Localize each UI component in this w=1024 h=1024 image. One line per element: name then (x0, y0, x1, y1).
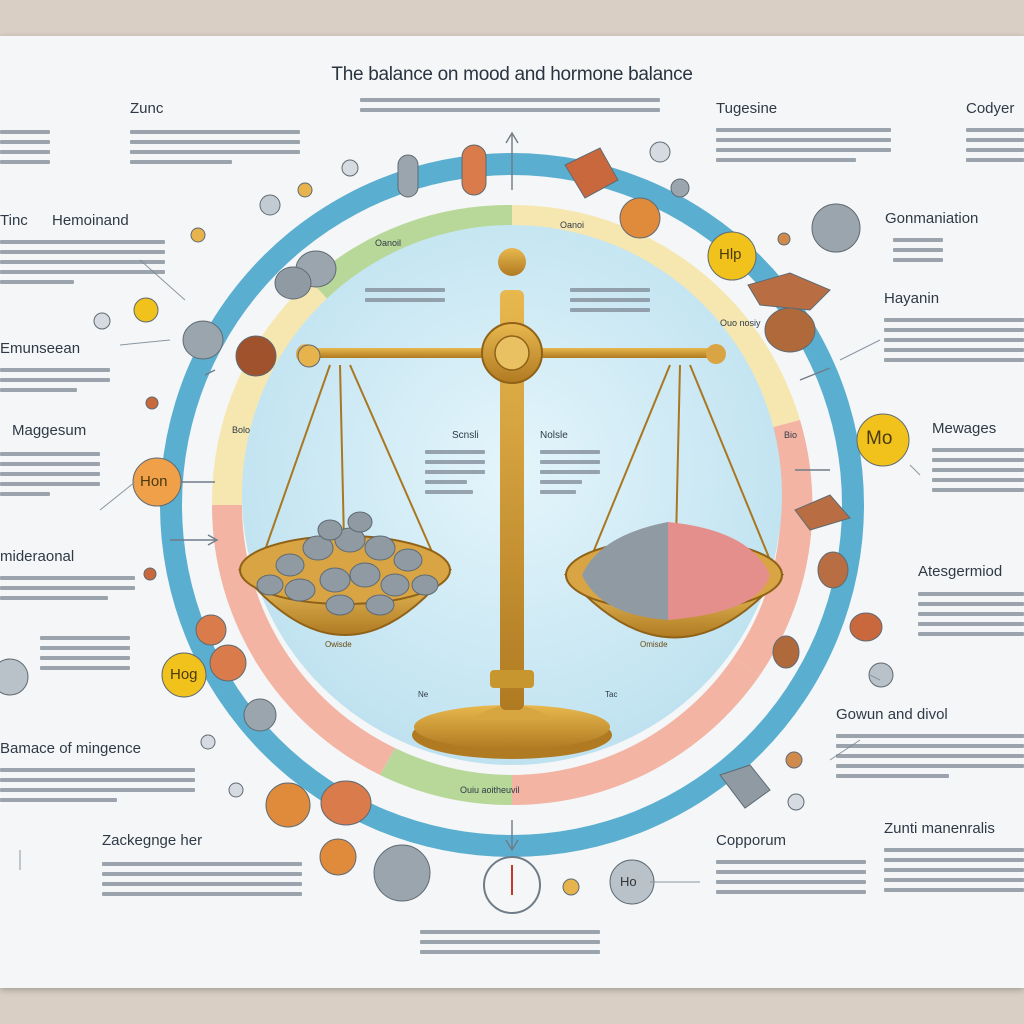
right-base-label: Tac (605, 690, 618, 699)
coin-label-ho: Ho (620, 874, 637, 889)
ring-label-right-b: Bio (784, 430, 798, 440)
label-atesgerniod: Atesgermiod (918, 563, 1003, 580)
scale-note-right (570, 288, 650, 318)
scale-left-notes (425, 450, 485, 500)
coin-label-hon: Hon (140, 473, 168, 490)
label-tugesine: Tugesine (716, 100, 778, 117)
label-mideraonal: mideraonal (0, 548, 75, 565)
ring-segment-pink-right (733, 420, 813, 675)
label-gowun: Gowun and divol (836, 706, 948, 723)
footer-text (420, 930, 600, 960)
mewages-text (932, 448, 1024, 498)
label-hayanin: Hayanin (884, 290, 940, 307)
edge-text-1 (0, 130, 50, 170)
ring-label-top-a: Oanoil (375, 238, 402, 248)
coin-label-mo: Mo (866, 428, 893, 449)
label-hormond: Hemoinand (52, 212, 129, 229)
atesgerniod-text (918, 592, 1024, 642)
left-pan-label: Owisde (325, 640, 352, 649)
zinc-text (130, 130, 300, 170)
hormond-text (0, 240, 165, 290)
label-zunti: Zunti manenralis (884, 820, 995, 837)
scale-right-notes (540, 450, 600, 500)
label-codyer: Codyer (966, 100, 1015, 117)
label-magnesium: Maggesum (12, 422, 87, 439)
right-pan-label: Omisde (640, 640, 668, 649)
emunseean-text (0, 368, 110, 398)
left-base-label: Ne (418, 690, 429, 699)
mideraonal-text (0, 576, 135, 606)
coin-label-hlp: Hlp (719, 246, 742, 263)
ring-label-bottom: Ouiu aoitheuvil (460, 785, 520, 795)
ring-segment-yellow-left (211, 280, 330, 505)
mineral-pills (0, 141, 910, 914)
ring-label-left: Bolo (232, 425, 251, 435)
label-balance: Bamace of mingence (0, 740, 141, 757)
zackeg-text (102, 862, 302, 902)
intro-text (360, 98, 660, 118)
ring-segment-green-bottom (380, 748, 512, 806)
label-copperm: Copporum (716, 832, 787, 849)
magnesium-text (0, 452, 100, 502)
scale-right-title: Nolsle (540, 430, 568, 441)
ring-segment-pink-left (211, 505, 395, 775)
label-gonmanation: Gonmaniation (885, 210, 979, 227)
label-zackeg: Zackegnge her (102, 832, 203, 849)
balance-text (0, 768, 195, 808)
codyer-text (966, 128, 1024, 168)
gowun-text (836, 734, 1024, 784)
leader-lines (19, 259, 921, 883)
label-emunseean: Emunseean (0, 340, 81, 357)
scale-left-title: Scnsli (452, 430, 479, 441)
copperm-text (716, 860, 866, 900)
tugesine-text (716, 128, 891, 168)
page-title: The balance on mood and hormone balance (331, 64, 693, 85)
label-zinc: Zunc (130, 100, 164, 117)
gonmanation-text (893, 238, 943, 268)
ring-segment-pink-bottom (512, 658, 760, 806)
direction-arrows (170, 131, 831, 852)
zunti-text (884, 848, 1024, 898)
label-mewages: Mewages (932, 420, 997, 437)
ring-label-top-b: Oanoi (560, 220, 585, 230)
ring-label-right: Ouo nosiy (720, 318, 761, 328)
scale-note-left (365, 288, 445, 308)
hayanin-text (884, 318, 1024, 368)
balance-scale (237, 248, 785, 759)
small-notes-left (40, 636, 130, 676)
coin-label-hog: Hog (170, 666, 198, 683)
label-tinc: Tinc (0, 212, 28, 229)
